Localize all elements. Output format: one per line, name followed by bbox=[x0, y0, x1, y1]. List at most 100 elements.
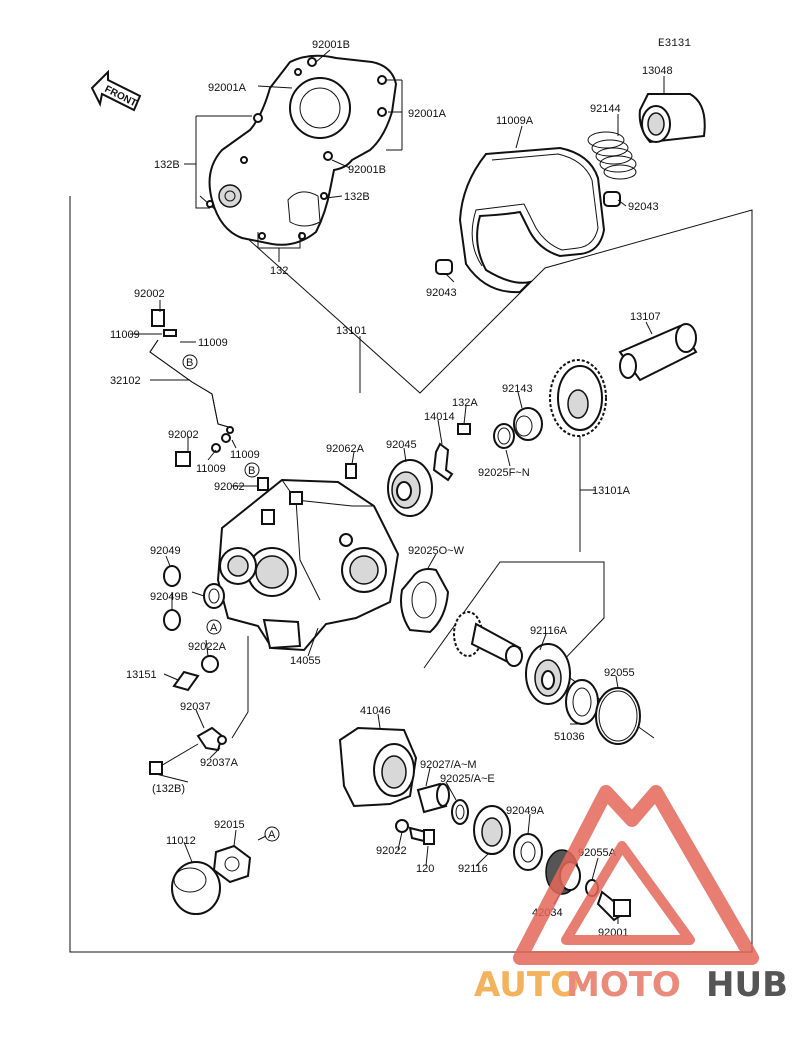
label-92001b-mid: 92001B bbox=[348, 164, 386, 176]
seal-51036 bbox=[565, 679, 599, 725]
label-92055: 92055 bbox=[604, 667, 635, 679]
collar-92027 bbox=[416, 782, 450, 814]
label-11009-a: 11009 bbox=[110, 329, 140, 341]
label-13101: 13101 bbox=[336, 325, 367, 337]
label-11012: 11012 bbox=[166, 835, 196, 847]
callout-a-left: A bbox=[206, 619, 222, 635]
label-92049a: 92049A bbox=[506, 805, 545, 817]
seal-92049 bbox=[163, 565, 181, 587]
collar-92143 bbox=[513, 407, 543, 441]
label-92001b-top: 92001B bbox=[312, 39, 350, 51]
washer-92022a bbox=[201, 655, 219, 673]
leader-lines bbox=[130, 49, 665, 924]
bolt-92062 bbox=[257, 477, 269, 491]
svg-text:B: B bbox=[186, 357, 193, 369]
label-92116a: 92116A bbox=[530, 625, 568, 637]
label-132b-paren: (132B) bbox=[152, 783, 185, 795]
label-92116: 92116 bbox=[458, 863, 488, 875]
label-14055: 14055 bbox=[290, 655, 321, 667]
label-92143: 92143 bbox=[502, 383, 533, 395]
bearing-92045 bbox=[387, 459, 433, 517]
bolt-132b bbox=[149, 743, 199, 775]
label-32102: 32102 bbox=[110, 375, 141, 387]
bearing-housing-41046 bbox=[338, 726, 418, 808]
watermark-text: AUTO MOTO HUB bbox=[474, 965, 788, 1005]
label-11009-d: 11009 bbox=[196, 463, 226, 475]
final-gear-case-14055 bbox=[216, 478, 400, 652]
bolt-92062a bbox=[345, 463, 357, 479]
label-41046: 41046 bbox=[360, 705, 391, 717]
svg-text:A: A bbox=[210, 622, 218, 634]
label-132a: 132A bbox=[452, 397, 478, 409]
label-14014: 14014 bbox=[424, 411, 455, 423]
watermark-part2: MOTO bbox=[566, 965, 681, 1005]
label-92055a: 92055A bbox=[578, 847, 617, 859]
svg-text:B: B bbox=[248, 465, 255, 477]
o-ring-92049b-small bbox=[163, 609, 181, 631]
label-92144: 92144 bbox=[590, 103, 621, 115]
label-92049b: 92049B bbox=[150, 591, 188, 603]
label-92001a-right: 92001A bbox=[408, 108, 447, 120]
label-13101a: 13101A bbox=[592, 485, 631, 497]
label-92043-right: 92043 bbox=[628, 201, 659, 213]
pinion-gear bbox=[453, 611, 523, 667]
front-arrow-icon: FRONT bbox=[90, 69, 142, 112]
label-13151: 13151 bbox=[126, 669, 157, 681]
watermark-part3: HUB bbox=[706, 965, 788, 1005]
breather-pipe-32102 bbox=[149, 309, 234, 467]
o-ring-92055 bbox=[595, 687, 641, 745]
label-51036: 51036 bbox=[554, 731, 585, 743]
shaft-13107 bbox=[618, 323, 698, 382]
label-92027a-m: 92027/A~M bbox=[420, 759, 477, 771]
seal-92049a bbox=[513, 833, 543, 871]
label-92062a: 92062A bbox=[326, 443, 365, 455]
svg-text:A: A bbox=[268, 829, 276, 841]
diagram-code: E3131 bbox=[658, 38, 691, 50]
label-11009a: 11009A bbox=[496, 115, 534, 127]
label-92025f-n: 92025F~N bbox=[478, 467, 530, 479]
label-92002-top: 92002 bbox=[134, 288, 165, 300]
label-92025o-w: 92025O~W bbox=[408, 545, 465, 557]
spring-92144 bbox=[587, 131, 637, 180]
label-11009-c: 11009 bbox=[230, 449, 260, 461]
clamp-92037 bbox=[196, 726, 227, 752]
callout-b-top: B bbox=[182, 354, 198, 370]
label-92062: 92062 bbox=[214, 481, 245, 493]
label-92025a-e: 92025/A~E bbox=[440, 773, 495, 785]
bearing-92116 bbox=[473, 805, 511, 855]
bolt-132a bbox=[457, 423, 471, 435]
label-92002-mid: 92002 bbox=[168, 429, 199, 441]
nut-92015 bbox=[212, 844, 252, 884]
dowel-pin-92043-right bbox=[603, 191, 621, 207]
label-92015: 92015 bbox=[214, 819, 245, 831]
shim-92025-a-e bbox=[451, 799, 469, 825]
case-frame-outline bbox=[69, 195, 753, 953]
pinion-subassembly-frame bbox=[423, 561, 655, 739]
dowel-pin-92043-left bbox=[435, 259, 453, 275]
gasket-11009a bbox=[458, 146, 606, 294]
label-11009-b: 11009 bbox=[198, 337, 228, 349]
bearing-92116a bbox=[525, 643, 571, 705]
bolt-120 bbox=[408, 826, 435, 845]
label-92022a: 92022A bbox=[188, 641, 227, 653]
label-132b-right: 132B bbox=[344, 191, 370, 203]
label-92045: 92045 bbox=[386, 439, 417, 451]
bracket-14014 bbox=[432, 442, 454, 482]
gear-case-cover bbox=[206, 54, 398, 246]
label-92037a: 92037A bbox=[200, 757, 239, 769]
bolt-92001 bbox=[596, 890, 631, 922]
label-92049: 92049 bbox=[150, 545, 181, 557]
label-132: 132 bbox=[270, 265, 288, 277]
label-92022: 92022 bbox=[376, 845, 407, 857]
washer-92022 bbox=[395, 819, 409, 833]
shim-92025o-w bbox=[400, 568, 450, 634]
ring-gear bbox=[549, 359, 607, 437]
callout-a-bottom: A bbox=[264, 826, 280, 842]
label-92037: 92037 bbox=[180, 701, 211, 713]
label-92043-left: 92043 bbox=[426, 287, 457, 299]
label-13048: 13048 bbox=[642, 65, 673, 77]
label-92001a-left: 92001A bbox=[208, 82, 247, 94]
watermark-logo-icon bbox=[513, 785, 759, 965]
label-132b-left: 132B bbox=[154, 159, 180, 171]
